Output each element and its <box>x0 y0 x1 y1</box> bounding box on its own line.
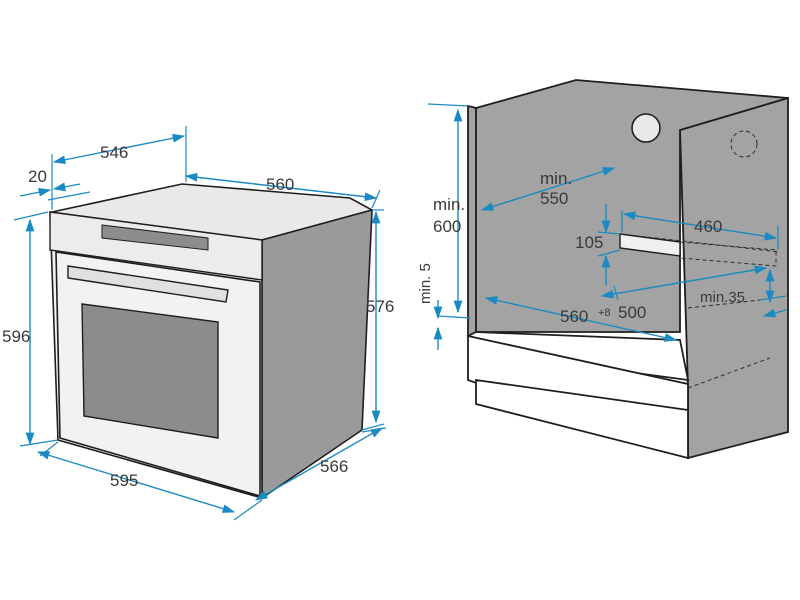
dim-560-8-label: 560 <box>560 307 588 326</box>
dim-20-line <box>19 187 52 197</box>
door-handle-icon <box>67 265 229 303</box>
dim-105-label: 105 <box>575 233 603 252</box>
dim-560-8-line <box>484 296 678 342</box>
dim-560-line <box>184 172 378 202</box>
oven-drawing <box>49 183 375 500</box>
dim-550-value-label: 550 <box>540 189 568 208</box>
dim-566-label: 566 <box>320 457 348 476</box>
dim-20-label: 20 <box>28 167 47 186</box>
dim-500-line <box>600 265 768 299</box>
door-window <box>81 303 219 439</box>
oven-side-panel <box>261 208 373 500</box>
dim-600-min-label: min. <box>433 195 465 214</box>
dim-576-label: 576 <box>366 297 394 316</box>
display-strip <box>101 224 209 251</box>
cabinet-dimensions: min. 600 min. 5 min. 550 460 105 560 +8 … <box>417 103 787 350</box>
dim-566-line <box>254 427 384 501</box>
dim-460-label: 460 <box>694 217 722 236</box>
oven-dimensions: 546 20 560 596 576 595 566 <box>2 126 394 521</box>
vent-hole-dashed-icon <box>730 130 758 158</box>
dim-550-line <box>480 167 616 211</box>
dim-546-line <box>52 133 186 165</box>
vent-hole-icon <box>631 113 661 143</box>
cabinet-plinth-front <box>475 378 689 460</box>
dim-546-label: 546 <box>100 143 128 162</box>
dim-600-value-label: 600 <box>433 217 461 236</box>
dim-595-line <box>36 451 236 513</box>
dim-560-label: 560 <box>266 175 294 194</box>
dim-596-label: 596 <box>2 327 30 346</box>
dim-460-line <box>622 211 778 241</box>
dim-min5-label: min. 5 <box>417 263 434 304</box>
dim-550-min-label: min. <box>540 169 572 188</box>
cabinet-drawing <box>466 79 789 460</box>
dim-500-label: 500 <box>618 303 646 322</box>
cabinet-left-wall <box>467 104 477 338</box>
dim-560-8-tolerance: +8 <box>598 307 611 319</box>
dim-595-label: 595 <box>110 471 138 490</box>
dim-min35-label: min.35 <box>700 289 745 306</box>
